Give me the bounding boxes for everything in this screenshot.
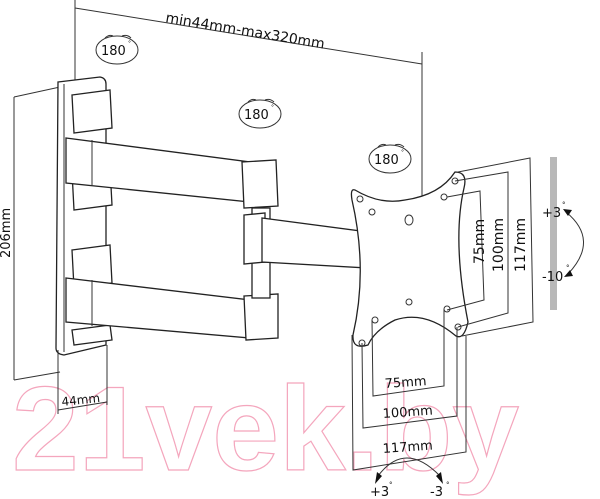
degree-symbol: ° (128, 40, 131, 47)
degree-symbol: ° (566, 264, 570, 272)
degree-symbol: ° (271, 104, 274, 111)
degree-symbol: ° (562, 201, 566, 209)
vesa-h-75-label: 75mm (384, 374, 427, 392)
vesa-horizontal-dimensions: 75mm 100mm 117mm (351, 309, 467, 471)
vesa-v-100-label: 100mm (491, 218, 507, 272)
swivel-indicator: +3 ° -3 ° (370, 457, 450, 499)
vesa-v-75-label: 75mm (472, 219, 488, 264)
vesa-h-100-label: 100mm (382, 404, 433, 422)
degree-symbol: ° (446, 481, 450, 489)
degree-symbol: ° (389, 481, 393, 489)
vesa-v-117-label: 117mm (513, 218, 529, 272)
vesa-plate (350, 171, 469, 347)
degree-symbol: ° (401, 149, 404, 156)
extension-label: min44mm-max320mm (164, 10, 325, 52)
tilt-indicator: +3 ° -10 ° (542, 157, 584, 310)
rotation-badge-plate: 180 ° (368, 143, 412, 174)
rotation-label: 180 (374, 153, 399, 168)
depth-dimension: 44mm (57, 345, 108, 414)
vesa-vertical-dimensions: 75mm 100mm 117mm (446, 157, 534, 337)
tilt-up-label: +3 (542, 206, 561, 221)
rotation-badge-middle: 180 ° (238, 98, 282, 129)
watermark: 21vek.by (12, 362, 519, 496)
rotation-badge-wall: 180 ° (95, 34, 139, 65)
rotation-label: 180 (101, 44, 126, 59)
tilt-down-label: -10 (542, 270, 563, 285)
tilt-bar (550, 157, 557, 310)
swivel-left-label: +3 (370, 485, 389, 499)
middle-arm (243, 212, 369, 269)
lower-arm (65, 261, 279, 341)
depth-label: 44mm (61, 391, 101, 409)
vesa-h-117-label: 117mm (382, 439, 433, 457)
height-dimension: 206mm (0, 86, 61, 381)
height-label: 206mm (0, 208, 14, 258)
rotation-label: 180 (244, 108, 269, 123)
swivel-right-label: -3 (430, 485, 443, 499)
